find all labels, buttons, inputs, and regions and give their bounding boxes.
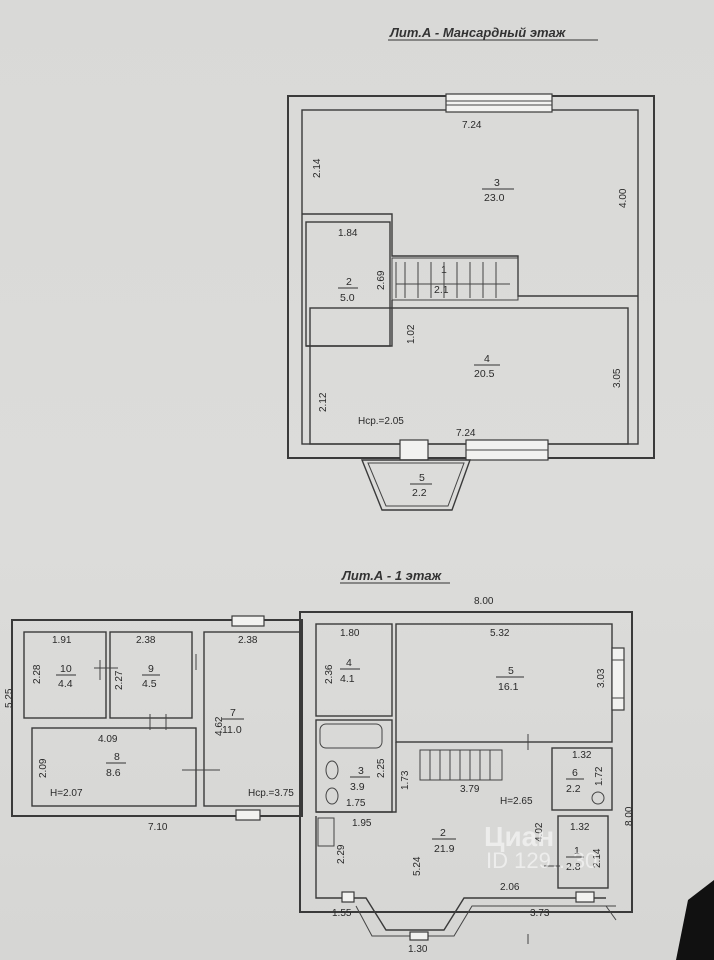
attic-plan: Лит.А - Мансардный этаж [287,25,655,511]
height-label: Нср.=2.05 [358,416,404,427]
room-number: 5 [508,665,514,677]
dim-label: 1.32 [572,750,592,761]
room-number: 1 [574,845,580,857]
room-area: 23.0 [484,192,505,204]
room-number: 3 [358,765,364,777]
dim-label: 1.72 [594,766,605,786]
dim-label: 1.84 [338,228,358,239]
dim-label: 2.29 [336,844,347,864]
dim-label: 1.73 [400,770,411,790]
room-number: 3 [494,177,500,189]
dim-label: 1.32 [570,822,590,833]
dim-label: 7.24 [456,428,476,439]
dim-label: 2.27 [114,670,125,690]
dim-label: 2.14 [312,158,323,178]
room-area: 4.5 [142,678,157,690]
room-number: 6 [572,767,578,779]
room-area: 2.2 [412,487,427,499]
dim-label: 2.36 [324,664,335,684]
dim-label: 5.25 [4,688,15,708]
room-number: 2 [440,827,446,839]
dim-label: 3.79 [460,784,480,795]
room-number: 2 [346,276,352,288]
room-area: 5.0 [340,292,355,304]
dim-label: 2.28 [32,664,43,684]
dim-label: 3.73 [530,908,550,919]
room-number: 4 [484,353,490,365]
room-area: 16.1 [498,681,519,693]
room-number: 7 [230,707,236,719]
dim-label: 2.12 [318,392,329,412]
room-area: 3.9 [350,781,365,793]
dim-label: 2.14 [592,848,603,868]
dim-label: 5.32 [490,628,510,639]
dim-label: 7.10 [148,822,168,833]
dim-label: 1.91 [52,635,72,646]
dim-label: 2.38 [136,635,156,646]
dim-label: 2.69 [376,270,387,290]
dim-label: 4.00 [618,188,629,208]
room-area: 21.9 [434,843,455,855]
room-area: 2.1 [434,284,449,296]
monitor-bezel [676,880,714,960]
watermark-id: ID 129…30 [486,848,597,873]
watermark: Циан ID 129…30 [484,821,597,873]
room-area: 20.5 [474,368,495,380]
dim-label: 4.62 [214,716,225,736]
dim-label: 4.09 [98,734,118,745]
attic-title: Лит.А - Мансардный этаж [389,25,567,40]
watermark-brand: Циан [484,821,554,852]
dim-label: 1.80 [340,628,360,639]
room-number: 4 [346,657,352,669]
room-area: 11.0 [222,724,242,736]
height-label: Нср.=3.75 [248,788,294,799]
room-area: 4.1 [340,673,355,685]
room-area: 4.4 [58,678,73,690]
room-area: 2.8 [566,861,581,873]
room-area: 2.2 [566,783,581,795]
room-number: 8 [114,751,120,763]
dim-label: 3.03 [596,668,607,688]
room-number: 10 [60,663,72,675]
dim-label: 2.38 [238,635,258,646]
window [445,93,553,113]
dim-label: 4.02 [534,822,545,842]
room-number: 5 [419,472,425,484]
dim-label: 7.24 [462,120,482,131]
dim-label: 8.00 [474,596,494,607]
dim-label: 1.02 [406,324,417,344]
dim-label: 3.05 [612,368,623,388]
room-number: 1 [441,264,447,276]
floor1-title: Лит.А - 1 этаж [341,568,443,583]
room-number: 9 [148,663,154,675]
dim-label: 1.95 [352,818,372,829]
dim-label: 2.09 [38,758,49,778]
height-label: Н=2.65 [500,796,533,807]
dim-label: 5.24 [412,856,423,876]
height-label: Н=2.07 [50,788,83,799]
dim-label: 1.30 [408,944,428,955]
dim-label: 1.75 [346,798,366,809]
dim-label: 1.55 [332,908,352,919]
floor1-plan: Лит.А - 1 этаж 8.00 [4,568,635,955]
dim-label: 8.00 [624,806,635,826]
room-area: 8.6 [106,767,121,779]
dim-label: 2.06 [500,882,520,893]
dim-label: 2.25 [376,758,387,778]
